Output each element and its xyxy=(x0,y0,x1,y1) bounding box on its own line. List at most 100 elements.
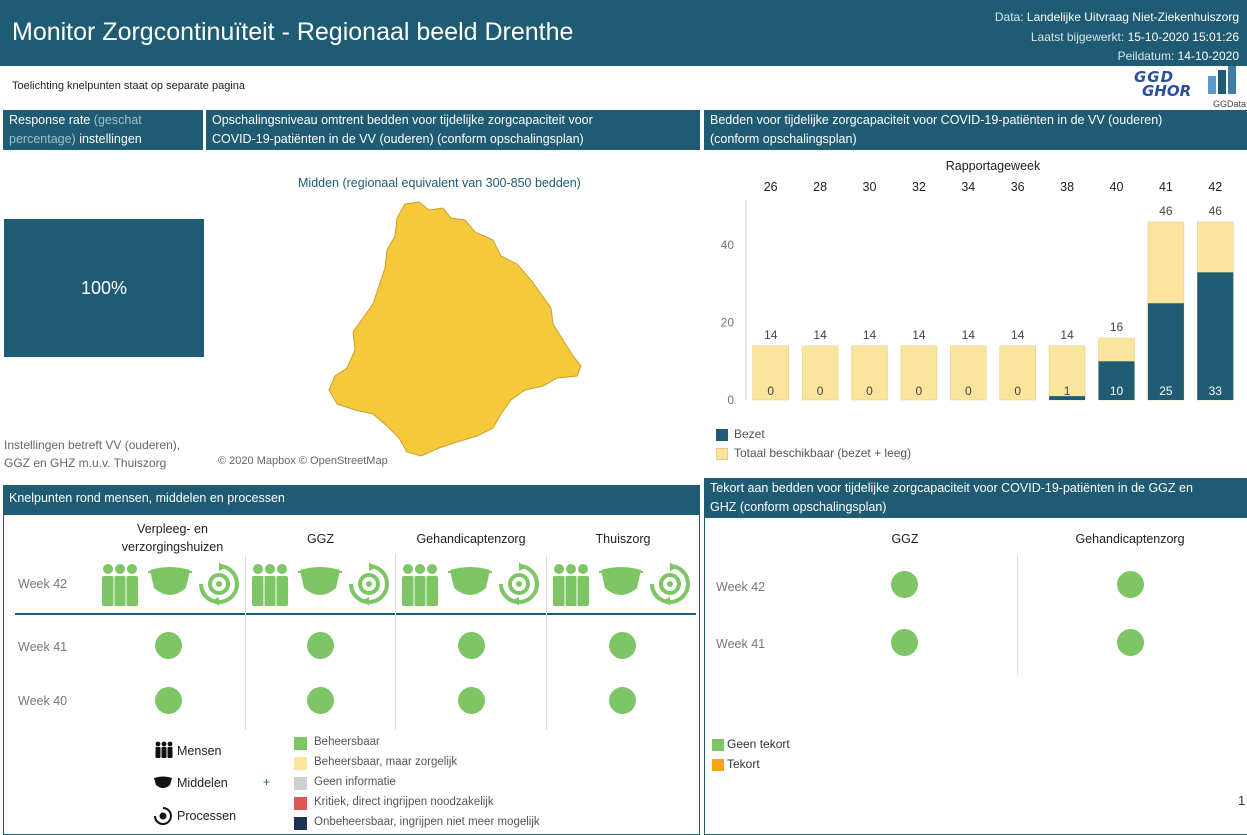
map-credit: © 2020 Mapbox © OpenStreetMap xyxy=(218,455,388,467)
page-indicator: 1 xyxy=(1238,793,1246,808)
icon-legend-middelen: Middelen xyxy=(177,776,228,790)
kn-week-41: Week 41 xyxy=(18,640,68,654)
label-bezet: 0 xyxy=(767,384,774,398)
kn-status-dot xyxy=(307,687,334,714)
process-gear-icon xyxy=(347,562,391,611)
process-gear-icon xyxy=(154,807,172,825)
chart-legend-totaal: Totaal beschikbaar (bezet + leeg) xyxy=(716,446,911,460)
kn-status-dot xyxy=(155,687,182,714)
label-totaal: 14 xyxy=(863,328,877,342)
icon-legend-processen: Processen xyxy=(177,809,237,823)
chart-xtick: 26 xyxy=(764,180,778,194)
map-header: Opschalingsniveau omtrent bedden voor ti… xyxy=(206,110,700,150)
kn-col-ghz: Gehandicaptenzorg xyxy=(416,532,526,546)
beds-chart-header: Bedden voor tijdelijke zorgcapaciteit vo… xyxy=(704,110,1247,150)
kn-week-40: Week 40 xyxy=(18,694,68,708)
bar-bezet[interactable] xyxy=(1197,272,1234,400)
map-caption: Midden (regionaal equivalent van 300-850… xyxy=(298,176,581,190)
bar-bezet[interactable] xyxy=(1147,303,1184,400)
chart-xtick: 34 xyxy=(961,180,975,194)
chart-xtick: 40 xyxy=(1110,180,1124,194)
label-bezet: 25 xyxy=(1159,384,1173,398)
tekort-panel xyxy=(704,518,1247,835)
chart-xtick: 41 xyxy=(1159,180,1173,194)
people-icon xyxy=(250,562,290,611)
beds-chart: Rapportageweek 0 20 40 26 14 0 28 14 0 30 14 0 32 14 0 3… xyxy=(721,159,1234,407)
status-legend-label: Beheersbaar, maar zorgelijk xyxy=(314,756,458,768)
status-legend-swatch xyxy=(294,777,307,790)
page-title: Monitor Zorgcontinuïteit - Regionaal bee… xyxy=(12,18,574,46)
kn-status-dot xyxy=(609,687,636,714)
people-icon xyxy=(100,562,140,611)
label-totaal: 14 xyxy=(813,328,827,342)
tekort-header: Tekort aan bedden voor tijdelijke zorgca… xyxy=(704,478,1247,518)
label-totaal: 46 xyxy=(1159,204,1173,218)
mask-icon xyxy=(154,776,172,788)
bar-totaal[interactable] xyxy=(1048,345,1086,401)
kn-vline xyxy=(546,555,547,730)
kn-status-dot xyxy=(609,632,636,659)
mask-icon xyxy=(148,562,192,607)
kn-divider xyxy=(15,613,696,615)
data-source: Data: Landelijke Uitvraag Niet-Ziekenhui… xyxy=(994,10,1239,24)
kn-vline xyxy=(245,555,246,730)
label-bezet: 33 xyxy=(1209,384,1223,398)
process-gear-icon xyxy=(648,562,692,611)
tekort-dot-ggz-w41 xyxy=(891,629,918,656)
legend-plus: + xyxy=(263,775,271,789)
chart-ytick: 20 xyxy=(721,316,735,330)
tekort-week-41: Week 41 xyxy=(716,637,766,651)
bar-totaal[interactable] xyxy=(950,345,987,401)
bar-totaal[interactable] xyxy=(752,345,789,401)
label-bezet: 0 xyxy=(965,384,972,398)
chart-ytick: 0 xyxy=(727,393,734,407)
last-updated: Laatst bijgewerkt: 15-10-2020 15:01:26 xyxy=(1030,30,1239,44)
tekort-legend-geen: Geen tekort xyxy=(712,737,790,751)
kn-status-dot xyxy=(458,632,485,659)
label-bezet: 0 xyxy=(1014,384,1021,398)
ggd-ghor-logo: GGD GHOR xyxy=(1134,68,1192,100)
ggdata-bars-icon xyxy=(1208,66,1236,94)
label-bezet: 0 xyxy=(916,384,923,398)
label-bezet: 0 xyxy=(866,384,873,398)
label-totaal: 14 xyxy=(912,328,926,342)
label-totaal: 14 xyxy=(962,328,976,342)
explanation-note: Toelichting knelpunten staat op separate… xyxy=(12,80,246,92)
label-totaal: 46 xyxy=(1209,204,1223,218)
bar-totaal[interactable] xyxy=(801,345,839,401)
bar-totaal[interactable] xyxy=(900,345,938,401)
status-legend-swatch xyxy=(294,817,307,830)
chart-xlabel: Rapportageweek xyxy=(946,159,1041,173)
kn-col-thuiszorg: Thuiszorg xyxy=(595,532,651,546)
label-totaal: 14 xyxy=(1011,328,1025,342)
response-rate-value: 100% xyxy=(4,219,204,357)
bar-totaal[interactable] xyxy=(999,345,1036,401)
bar-bezet[interactable] xyxy=(1049,396,1086,400)
peildatum: Peildatum: 14-10-2020 xyxy=(1117,49,1239,63)
bar-totaal[interactable] xyxy=(851,345,888,401)
response-header: Response rate (geschat percentage) inste… xyxy=(3,110,203,150)
chart-xtick: 28 xyxy=(813,180,827,194)
chart-xtick: 32 xyxy=(912,180,926,194)
status-legend-label: Kritiek, direct ingrijpen noodzakelijk xyxy=(314,796,494,808)
tekort-col-ghz: Gehandicaptenzorg xyxy=(1075,532,1185,546)
kn-status-dot xyxy=(458,687,485,714)
legend-swatch-tekort xyxy=(712,758,724,771)
tekort-dot-ghz-w42 xyxy=(1117,571,1144,598)
response-note: Instellingen betreft VV (ouderen), GGZ e… xyxy=(4,438,181,470)
kn-col-ggz: GGZ xyxy=(306,532,335,546)
drenthe-region[interactable] xyxy=(328,201,582,457)
bar-bezet[interactable] xyxy=(1098,361,1135,400)
chart-xtick: 30 xyxy=(863,180,877,194)
people-icon xyxy=(400,562,440,611)
status-legend-label: Geen informatie xyxy=(314,776,396,788)
ggdata-logo: GGData xyxy=(1204,66,1246,109)
tekort-week-42: Week 42 xyxy=(716,580,766,594)
chart-ytick: 40 xyxy=(721,238,735,252)
label-bezet: 0 xyxy=(817,384,824,398)
kn-vline xyxy=(395,555,396,730)
people-icon xyxy=(551,562,591,611)
process-gear-icon xyxy=(497,562,541,611)
status-legend-label: Beheersbaar xyxy=(314,736,380,748)
label-totaal: 16 xyxy=(1110,320,1124,334)
